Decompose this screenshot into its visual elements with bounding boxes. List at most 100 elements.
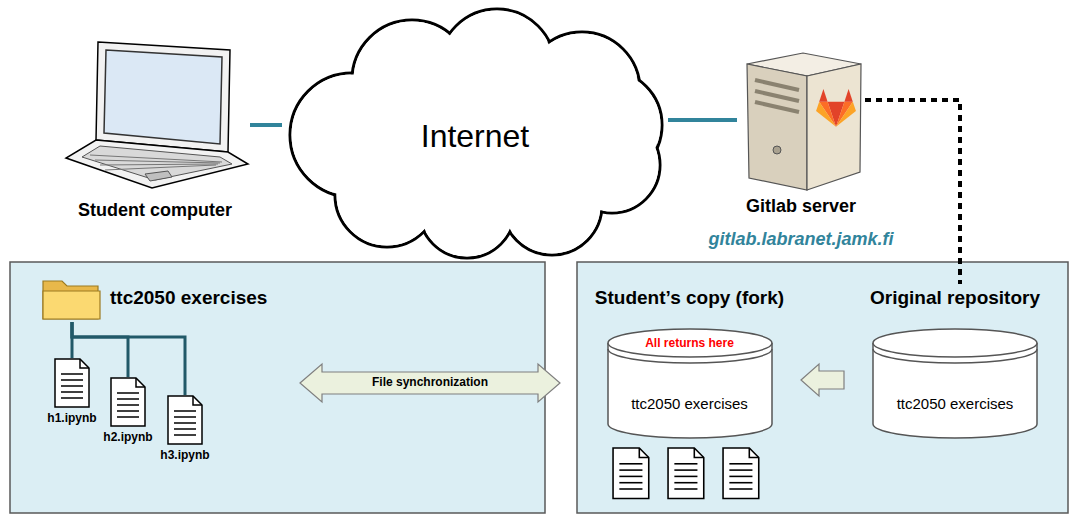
cloud-fill <box>292 11 661 257</box>
folder-front <box>43 291 100 319</box>
block-arrow <box>801 364 844 396</box>
file-text-line <box>174 434 196 436</box>
file-text-line <box>117 398 139 400</box>
file-sheet <box>668 448 704 498</box>
file-text-line <box>729 488 752 490</box>
node-sublabel: All returns here <box>645 337 734 351</box>
laptop-screen <box>104 50 222 144</box>
cylinder-top <box>873 329 1037 357</box>
tree-line <box>72 322 128 377</box>
cloud-lobe-fill <box>394 52 571 229</box>
folder-node: ttc2050 exercises <box>40 275 285 322</box>
file-icon <box>55 359 89 407</box>
file-sheet <box>723 448 759 498</box>
server-side <box>807 64 861 190</box>
node-label: Original repository <box>870 287 1040 309</box>
connector-label: File synchronization <box>369 376 491 390</box>
file-text-line <box>619 476 642 478</box>
node-sublabel: ttc2050 exercises <box>897 395 1014 412</box>
node-shape <box>737 50 865 190</box>
file-text-line <box>674 469 697 471</box>
file-text-line <box>674 482 697 484</box>
file-icon <box>723 448 759 498</box>
file-node: h2.ipynb <box>98 377 158 429</box>
logo-facet <box>819 89 827 102</box>
file-icon <box>168 396 202 444</box>
gitlab-logo <box>816 89 856 127</box>
cylinder-rim <box>608 349 772 363</box>
file-sheet <box>111 378 145 426</box>
node-shape <box>60 40 250 190</box>
node-sublabel: gitlab.labranet.jamk.fi <box>708 229 893 250</box>
file-icon <box>111 378 145 426</box>
server-front <box>747 64 807 190</box>
laptop-lid <box>96 42 230 152</box>
drive-bay <box>755 91 799 101</box>
file-text-line <box>61 397 83 399</box>
file-text-line <box>61 379 83 381</box>
file-text-line <box>674 476 697 478</box>
node-label: Student’s copy (fork) <box>595 287 784 309</box>
file-fold <box>749 448 758 457</box>
file-fold <box>80 359 89 368</box>
file-text-line <box>729 469 752 471</box>
cylinder-shape <box>871 327 1039 440</box>
laptop-key-row <box>100 164 218 165</box>
group-panel <box>577 262 1068 513</box>
laptop-node: Student computer <box>60 40 250 190</box>
laptop-base <box>66 140 248 188</box>
power-button <box>773 146 781 154</box>
server-node: Gitlab servergitlab.labranet.jamk.fi <box>737 50 865 190</box>
file-text-line <box>61 373 83 375</box>
block-arrow <box>300 364 560 402</box>
node-sublabel: ttc2050 exercises <box>631 395 748 412</box>
laptop-key-row <box>90 155 222 162</box>
file-text-line <box>674 463 697 465</box>
file-fold <box>694 448 703 457</box>
file-text-line <box>174 416 196 418</box>
file-node: h3.ipynb <box>155 395 215 447</box>
file-icon <box>668 448 704 498</box>
group-panel <box>10 262 545 513</box>
file-text-line <box>729 482 752 484</box>
laptop-keyboard <box>82 146 232 180</box>
file-sheet <box>613 448 649 498</box>
logo-facet <box>836 102 856 127</box>
laptop-key-row <box>105 165 216 170</box>
node-shape <box>40 275 104 322</box>
cylinder-rim <box>873 349 1037 363</box>
file-text-line <box>619 469 642 471</box>
drive-bay <box>755 80 799 90</box>
node-label: Gitlab server <box>746 196 856 217</box>
laptop-key-row <box>95 160 220 163</box>
node-label: h2.ipynb <box>103 431 152 445</box>
file-text-line <box>61 391 83 393</box>
node-shape <box>54 358 91 409</box>
node-label: Internet <box>421 118 530 155</box>
laptop-touchpad <box>145 171 172 181</box>
file-fold <box>193 396 202 405</box>
file-text-line <box>729 476 752 478</box>
file-icon <box>613 448 649 498</box>
cloud-outline <box>290 9 662 258</box>
logo-facet <box>844 89 852 102</box>
cyl-node: Original repository ttc2050 exercises <box>848 287 1062 440</box>
network-link <box>668 118 737 122</box>
file-text-line <box>117 416 139 418</box>
dashed-link <box>865 100 960 284</box>
file-text-line <box>729 463 752 465</box>
file-sheet <box>55 359 89 407</box>
node-label: h3.ipynb <box>160 449 209 463</box>
file-text-line <box>117 392 139 394</box>
file-text-line <box>619 463 642 465</box>
node-label: Student computer <box>78 200 232 221</box>
node-shape <box>167 395 204 446</box>
file-text-line <box>619 482 642 484</box>
file-sheet <box>168 396 202 444</box>
file-fold <box>136 378 145 387</box>
file-text-line <box>174 422 196 424</box>
network-link <box>250 123 282 127</box>
file-text-line <box>61 385 83 387</box>
